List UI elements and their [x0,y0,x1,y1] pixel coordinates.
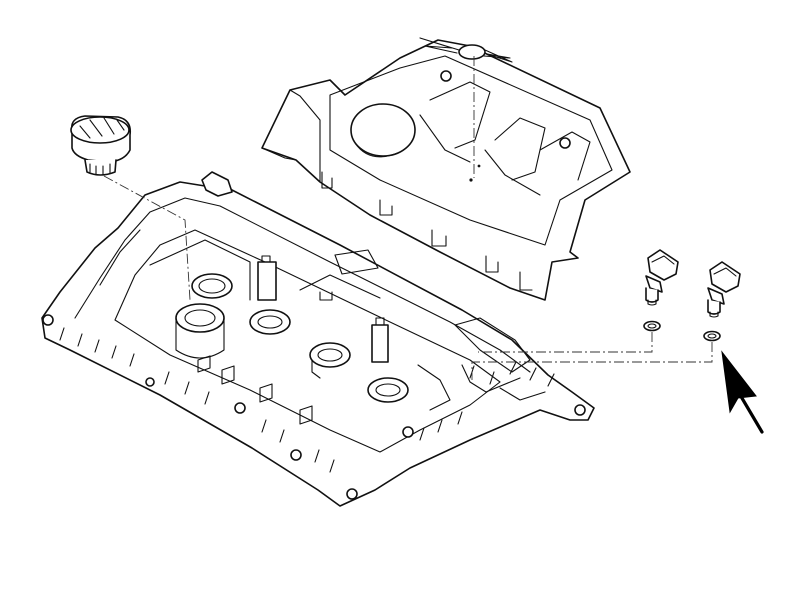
leader-lines [103,56,713,380]
valve-cover-icon [41,171,595,507]
o-ring-icon [703,330,721,342]
oil-cap-icon [70,115,132,176]
arrow-icon [721,350,764,434]
wings-logo [419,37,513,63]
engine-cover [261,39,631,301]
camshaft-sensor-2 [707,261,741,318]
camshaft-sensor-1 [645,249,679,306]
o-ring-icon [643,320,661,332]
